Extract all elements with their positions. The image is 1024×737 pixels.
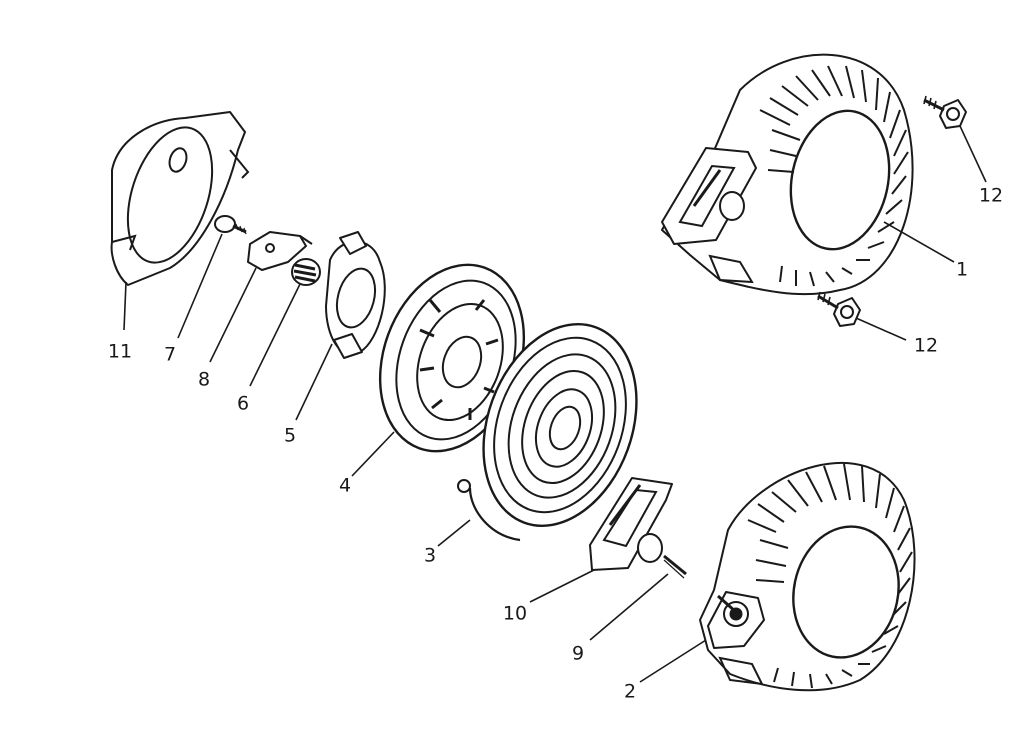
- part-2-starter-case-lower[interactable]: [699, 462, 916, 692]
- part-7-screw[interactable]: [214, 215, 247, 235]
- callout-12-lower: 12: [914, 335, 938, 357]
- callout-11: 11: [108, 341, 132, 363]
- part-8-pawl[interactable]: [247, 231, 313, 271]
- callout-2: 2: [624, 681, 636, 703]
- part-9-rope[interactable]: [663, 554, 687, 579]
- part-11-guide-plate[interactable]: [110, 111, 250, 286]
- callout-3: 3: [424, 545, 436, 567]
- callout-1: 1: [956, 259, 968, 281]
- callout-12-upper: 12: [979, 185, 1003, 207]
- callout-8: 8: [198, 369, 210, 391]
- callout-9: 9: [572, 643, 584, 665]
- callout-6: 6: [237, 393, 249, 415]
- part-10-handle[interactable]: [589, 477, 673, 571]
- callout-5: 5: [284, 425, 296, 447]
- part-4-reel[interactable]: [355, 245, 548, 472]
- callout-7: 7: [164, 344, 176, 366]
- part-1-starter-case-upper[interactable]: [661, 53, 914, 296]
- leader-lines: [123, 125, 987, 683]
- part-3-recoil-spring[interactable]: [457, 303, 663, 548]
- guide-plate-body: [110, 111, 246, 286]
- callout-10: 10: [503, 603, 527, 625]
- part-6-spring[interactable]: [291, 258, 321, 286]
- callouts: 11 7 8 6 5 4 3 10 9 2 1 12 12: [108, 185, 1003, 703]
- part-12-bolt-upper[interactable]: [923, 95, 967, 129]
- part-5-friction-plate[interactable]: [325, 231, 386, 359]
- callout-4: 4: [339, 475, 351, 497]
- part-12-bolt-lower[interactable]: [817, 291, 861, 327]
